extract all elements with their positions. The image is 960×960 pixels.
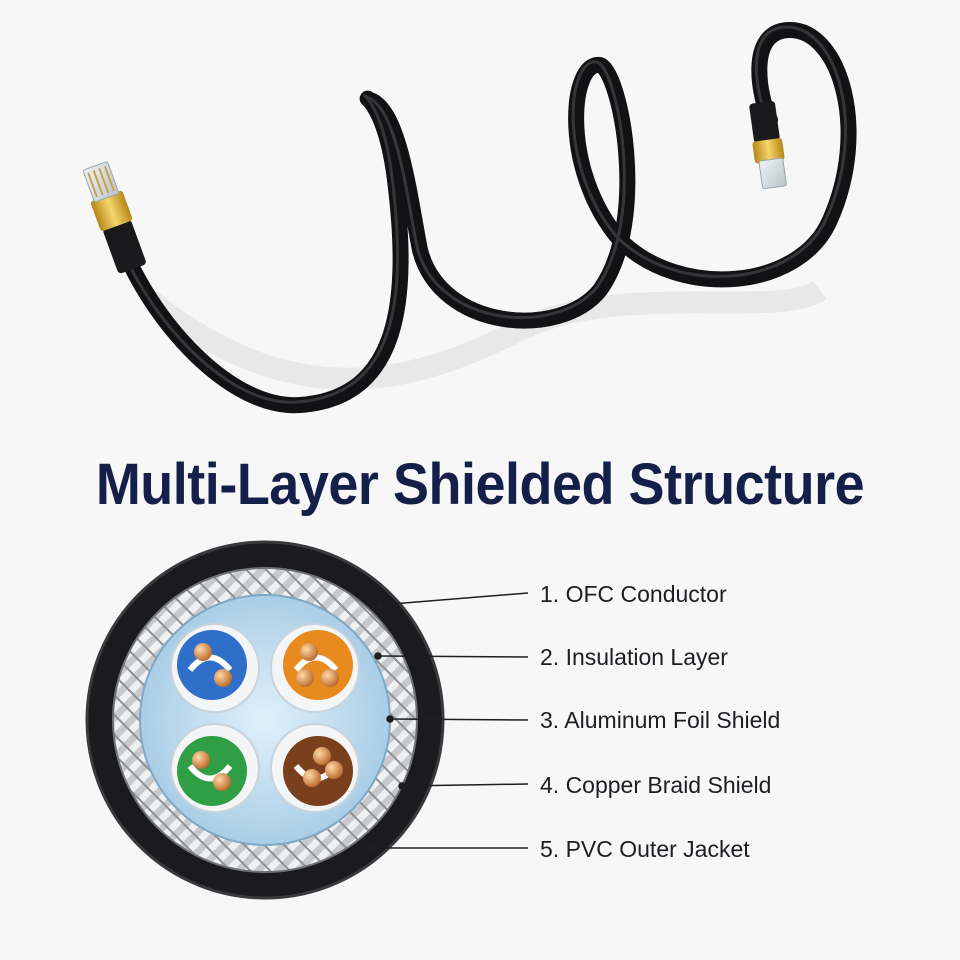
twisted-pair-blue bbox=[170, 623, 260, 713]
twisted-pair-orange bbox=[270, 623, 360, 713]
cable-illustration bbox=[83, 22, 857, 414]
rj45-connector-left bbox=[83, 161, 146, 274]
cable-cross-section-diagram: 1. OFC Conductor 2. Insulation Layer 3. … bbox=[85, 540, 780, 900]
cable-body bbox=[112, 22, 857, 414]
callout-line-3 bbox=[389, 718, 529, 721]
callout-line-2 bbox=[377, 655, 529, 658]
label-pvc-outer-jacket: 5. PVC Outer Jacket bbox=[540, 836, 750, 862]
callout-line-4 bbox=[401, 783, 529, 787]
label-ofc-conductor: 1. OFC Conductor bbox=[540, 581, 727, 607]
callout-line-1 bbox=[379, 592, 529, 606]
headline-title: Multi-Layer Shielded Structure bbox=[95, 452, 865, 517]
aluminum-foil-shield bbox=[139, 594, 391, 846]
label-insulation-layer: 2. Insulation Layer bbox=[540, 644, 728, 670]
label-aluminum-foil-shield: 3. Aluminum Foil Shield bbox=[540, 707, 780, 733]
rj45-connector-right bbox=[749, 100, 787, 190]
twisted-pair-brown bbox=[270, 723, 360, 813]
twisted-pair-green bbox=[170, 723, 260, 813]
label-copper-braid-shield: 4. Copper Braid Shield bbox=[540, 772, 771, 798]
